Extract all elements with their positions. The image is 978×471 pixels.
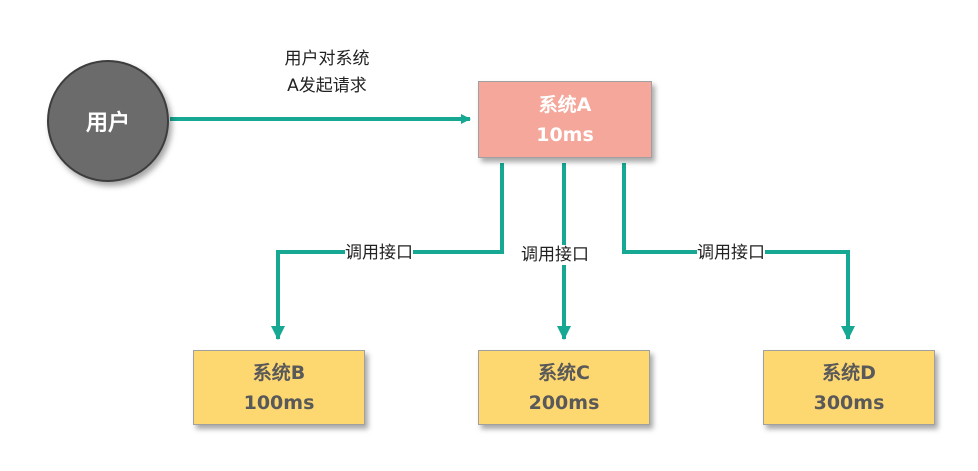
system-c-node: 系统C 200ms [478,350,650,425]
system-c-name: 系统C [538,361,590,384]
call-label-c: 调用接口 [521,245,589,265]
system-b-node: 系统B 100ms [193,350,365,425]
system-d-name: 系统D [822,361,876,384]
system-b-latency: 100ms [243,391,315,414]
user-node: 用户 [47,60,169,182]
call-label-b: 调用接口 [345,243,413,263]
system-c-latency: 200ms [528,391,600,414]
system-d-latency: 300ms [813,391,885,414]
request-label-line1: 用户对系统 [284,49,370,69]
request-label: 用户对系统 A发起请求 [262,46,392,100]
request-label-line2: A发起请求 [287,76,367,96]
user-label: 用户 [85,111,130,136]
system-a-latency: 10ms [536,123,594,146]
call-label-d: 调用接口 [697,243,765,263]
system-a-node: 系统A 10ms [478,81,652,158]
system-d-node: 系统D 300ms [763,350,935,425]
system-b-name: 系统B [252,361,306,384]
system-a-name: 系统A [538,93,592,116]
